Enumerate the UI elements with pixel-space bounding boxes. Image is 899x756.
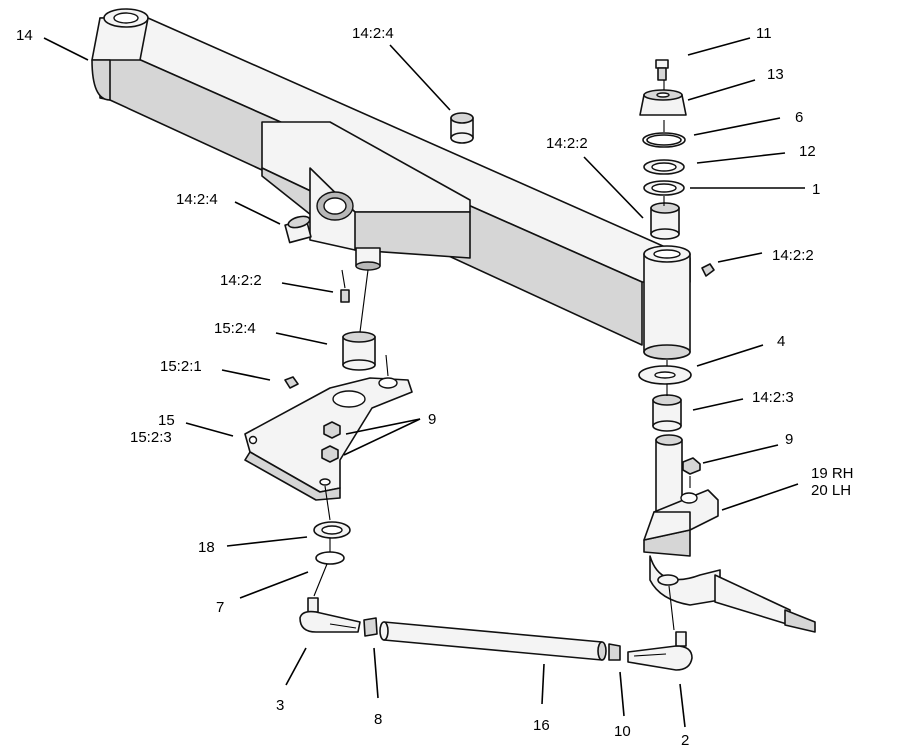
bracket-bushing bbox=[342, 331, 376, 371]
callout-2: 2 bbox=[681, 732, 689, 749]
jam-nut-left bbox=[363, 617, 378, 637]
tie-rod-end-right bbox=[627, 631, 693, 671]
callout-15-2-4: 15:2:4 bbox=[214, 320, 256, 337]
callout-14-2-4-top: 14:2:4 bbox=[352, 25, 394, 42]
callout-20-lh: 20 LH bbox=[811, 482, 851, 499]
spindle-bushing-lower bbox=[652, 394, 682, 432]
callout-4: 4 bbox=[777, 333, 785, 350]
callout-14-2-2-mid: 14:2:2 bbox=[546, 135, 588, 152]
tie-rod bbox=[379, 621, 607, 661]
tie-rod-end-left bbox=[299, 597, 361, 633]
callout-15-2-1: 15:2:1 bbox=[160, 358, 202, 375]
callout-8: 8 bbox=[374, 711, 382, 728]
retaining-ring bbox=[642, 132, 686, 148]
axle-beam bbox=[91, 8, 691, 360]
callout-15-2-3: 15:2:3 bbox=[130, 429, 172, 446]
pivot-bushing-left bbox=[284, 215, 312, 244]
callout-11: 11 bbox=[756, 25, 772, 42]
callout-10: 10 bbox=[614, 723, 631, 740]
callout-9-left: 9 bbox=[428, 411, 436, 428]
callout-14-2-2-left: 14:2:2 bbox=[220, 272, 262, 289]
jam-nut-right bbox=[608, 643, 621, 661]
grease-fitting-bracket bbox=[284, 376, 299, 389]
callout-1: 1 bbox=[812, 181, 820, 198]
callout-12: 12 bbox=[799, 143, 816, 160]
callout-labels: 14 14:2:4 14:2:4 14:2:2 15:2:4 15:2:1 15… bbox=[16, 25, 854, 749]
callout-16: 16 bbox=[533, 717, 550, 734]
callout-14: 14 bbox=[16, 27, 33, 44]
callout-9-right: 9 bbox=[785, 431, 793, 448]
dust-cap bbox=[639, 89, 687, 116]
callout-13: 13 bbox=[767, 66, 784, 83]
callout-14-2-4-left: 14:2:4 bbox=[176, 191, 218, 208]
spring-washer bbox=[313, 521, 351, 539]
callout-6: 6 bbox=[795, 109, 803, 126]
cap-screw bbox=[655, 59, 669, 81]
spindle bbox=[643, 434, 816, 633]
leader-lines bbox=[43, 37, 805, 728]
spindle-bushing-upper bbox=[650, 202, 680, 240]
thrust-washer bbox=[643, 159, 685, 175]
callout-14-2-3: 14:2:3 bbox=[752, 389, 794, 406]
spacer-washer bbox=[638, 365, 692, 385]
hex-nut-spindle bbox=[682, 457, 701, 475]
grease-fitting-left bbox=[340, 289, 350, 303]
callout-14-2-2-right: 14:2:2 bbox=[772, 247, 814, 264]
pivot-bushing-top bbox=[450, 112, 474, 144]
retaining-ring-left bbox=[315, 551, 345, 565]
grease-fitting-right bbox=[701, 263, 715, 277]
callout-19-rh: 19 RH bbox=[811, 465, 854, 482]
callout-18: 18 bbox=[198, 539, 215, 556]
steering-bracket bbox=[244, 377, 413, 501]
assembly-centerlines bbox=[313, 80, 691, 631]
callout-15: 15 bbox=[158, 412, 175, 429]
flat-washer bbox=[643, 180, 685, 196]
hex-nut-bracket-lower bbox=[321, 445, 339, 463]
callout-7: 7 bbox=[216, 599, 224, 616]
callout-3: 3 bbox=[276, 697, 284, 714]
hex-nut-bracket-upper bbox=[323, 421, 341, 439]
